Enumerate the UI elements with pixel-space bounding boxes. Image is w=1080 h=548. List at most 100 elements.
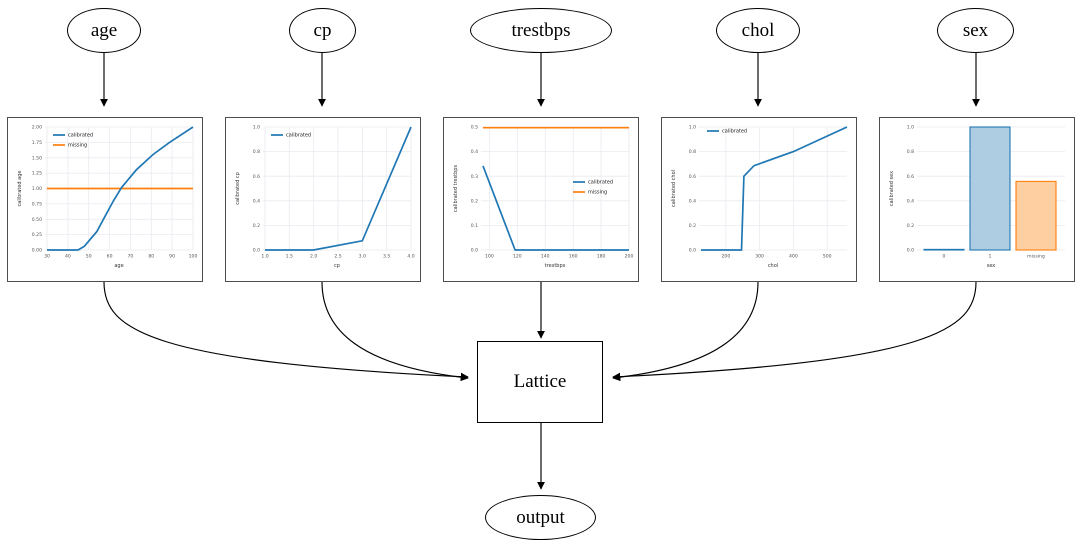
edge-cp-plot-to-lattice	[321, 281, 469, 382]
svg-text:0.0: 0.0	[907, 248, 914, 254]
svg-text:1.5: 1.5	[286, 254, 293, 260]
edge-age-plot-to-lattice	[103, 281, 469, 381]
svg-text:0.4: 0.4	[689, 198, 696, 204]
node-label-trestbps: trestbps	[511, 20, 571, 41]
svg-text:100: 100	[189, 254, 198, 260]
svg-text:0.0: 0.0	[253, 248, 260, 254]
node-label-cp: cp	[313, 20, 332, 41]
node-label-age: age	[90, 20, 118, 41]
svg-text:1.25: 1.25	[32, 171, 42, 177]
svg-text:0.8: 0.8	[689, 149, 696, 155]
svg-text:2.5: 2.5	[334, 254, 341, 260]
plot-sex[interactable]: 0.0 0.2 0.4 0.6 0.8 1.0 0 1 missing sex …	[879, 117, 1075, 282]
svg-text:50: 50	[86, 254, 92, 260]
plot-chol-svg: 0.0 0.2 0.4 0.6 0.8 1.0 200 300 400 500 …	[671, 125, 848, 269]
svg-text:0.6: 0.6	[689, 174, 696, 180]
node-input-cp[interactable]: cp	[289, 8, 356, 53]
edge-sex-plot-to-lattice	[612, 281, 977, 381]
svg-text:2.00: 2.00	[32, 125, 42, 131]
bar-sex-1	[969, 126, 1011, 251]
svg-text:1: 1	[989, 254, 992, 260]
svg-text:0.0: 0.0	[471, 248, 478, 254]
svg-text:calibrated cp: calibrated cp	[235, 172, 241, 205]
plot-trestbps[interactable]: 0.0 0.1 0.2 0.3 0.4 0.5 100 120 140 160 …	[443, 117, 639, 282]
svg-text:90: 90	[169, 254, 175, 260]
edge-chol-plot-to-lattice	[612, 281, 759, 382]
plot-cp-legend: calibrated	[271, 133, 311, 139]
svg-text:calibrated: calibrated	[68, 133, 93, 139]
svg-text:0.00: 0.00	[32, 248, 42, 254]
node-lattice[interactable]: Lattice	[477, 341, 603, 423]
svg-text:40: 40	[65, 254, 71, 260]
plot-chol-legend: calibrated	[707, 129, 747, 135]
svg-text:calibrated chol: calibrated chol	[671, 170, 677, 207]
plot-age-svg: 0.00 0.25 0.50 0.75 1.00 1.25 1.50 1.75 …	[17, 125, 198, 269]
svg-text:4.0: 4.0	[407, 254, 414, 260]
svg-text:0.75: 0.75	[32, 202, 42, 208]
svg-text:0.2: 0.2	[471, 198, 478, 204]
svg-text:200: 200	[625, 254, 634, 260]
svg-text:missing: missing	[1027, 254, 1045, 260]
bar-sex-0	[923, 248, 965, 251]
svg-text:calibrated sex: calibrated sex	[889, 171, 895, 206]
svg-text:1.00: 1.00	[32, 186, 42, 192]
svg-text:1.0: 1.0	[253, 125, 260, 131]
svg-text:2.0: 2.0	[310, 254, 317, 260]
svg-text:400: 400	[789, 254, 798, 260]
svg-text:cp: cp	[334, 263, 340, 269]
plot-age-legend: calibrated missing	[53, 133, 93, 149]
node-input-age[interactable]: age	[67, 8, 141, 53]
plot-cp-svg: 0.0 0.2 0.4 0.6 0.8 1.0 1.0 1.5 2.0 2.5 …	[235, 125, 415, 269]
node-label-sex: sex	[962, 20, 989, 41]
svg-text:140: 140	[541, 254, 550, 260]
plot-cp[interactable]: 0.0 0.2 0.4 0.6 0.8 1.0 1.0 1.5 2.0 2.5 …	[225, 117, 421, 282]
node-output[interactable]: output	[485, 495, 596, 540]
svg-text:0.3: 0.3	[471, 174, 478, 180]
svg-text:3.5: 3.5	[383, 254, 390, 260]
svg-text:0.4: 0.4	[907, 198, 914, 204]
svg-text:160: 160	[569, 254, 578, 260]
plot-trestbps-legend: calibrated missing	[573, 180, 613, 196]
svg-text:300: 300	[755, 254, 764, 260]
plot-trestbps-svg: 0.0 0.1 0.2 0.3 0.4 0.5 100 120 140 160 …	[453, 125, 634, 269]
svg-text:0.2: 0.2	[907, 223, 914, 229]
bar-sex-missing	[1015, 180, 1057, 251]
svg-text:80: 80	[148, 254, 154, 260]
svg-text:0.50: 0.50	[32, 217, 42, 223]
svg-text:500: 500	[823, 254, 832, 260]
svg-text:missing: missing	[68, 143, 87, 149]
svg-text:0.2: 0.2	[689, 223, 696, 229]
svg-text:sex: sex	[987, 263, 996, 269]
svg-text:0.2: 0.2	[253, 223, 260, 229]
plot-age[interactable]: 0.00 0.25 0.50 0.75 1.00 1.25 1.50 1.75 …	[7, 117, 203, 282]
svg-text:120: 120	[513, 254, 522, 260]
svg-text:calibrated: calibrated	[588, 180, 613, 186]
plot-chol[interactable]: 0.0 0.2 0.4 0.6 0.8 1.0 200 300 400 500 …	[661, 117, 857, 282]
svg-text:calibrated: calibrated	[286, 133, 311, 139]
svg-text:0.25: 0.25	[32, 232, 42, 238]
svg-text:missing: missing	[588, 190, 607, 196]
svg-text:180: 180	[597, 254, 606, 260]
svg-text:100: 100	[485, 254, 494, 260]
svg-text:1.0: 1.0	[689, 125, 696, 131]
svg-text:0.0: 0.0	[689, 248, 696, 254]
node-input-sex[interactable]: sex	[937, 8, 1014, 53]
svg-text:1.0: 1.0	[261, 254, 268, 260]
svg-text:age: age	[114, 263, 123, 269]
svg-text:200: 200	[722, 254, 731, 260]
svg-text:calibrated: calibrated	[722, 129, 747, 135]
node-input-trestbps[interactable]: trestbps	[470, 8, 612, 53]
node-label-chol: chol	[741, 20, 775, 41]
svg-text:0: 0	[943, 254, 946, 260]
svg-text:60: 60	[107, 254, 113, 260]
svg-text:1.50: 1.50	[32, 155, 42, 161]
svg-text:30: 30	[44, 254, 50, 260]
node-label-output: output	[516, 507, 565, 528]
node-input-chol[interactable]: chol	[716, 8, 800, 53]
svg-text:trestbps: trestbps	[545, 263, 566, 269]
svg-text:0.4: 0.4	[253, 198, 260, 204]
svg-text:0.1: 0.1	[471, 223, 478, 229]
svg-text:3.0: 3.0	[359, 254, 366, 260]
